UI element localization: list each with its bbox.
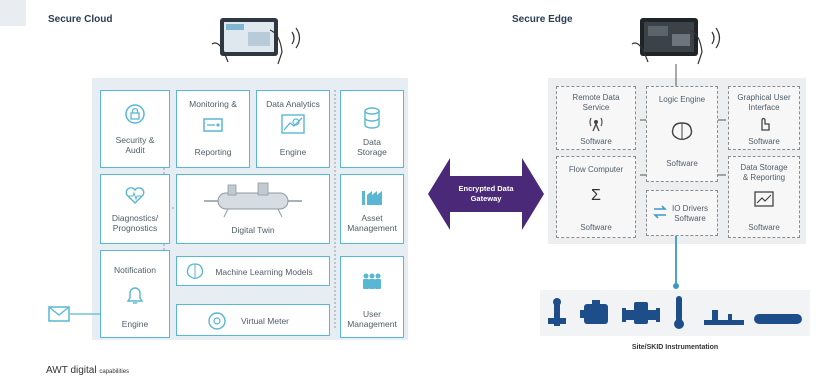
remote-data-service-box: Remote Data Service Software [556, 86, 636, 150]
data-storage-box: Data Storage [340, 90, 404, 168]
data-analytics-box: Data Analytics Engine [256, 90, 330, 168]
virtual-meter-box: Virtual Meter [176, 304, 330, 336]
swap-arrows-icon [653, 205, 667, 219]
pointer-hand-icon [761, 117, 770, 131]
gateway-label-1: Encrypted Data [458, 184, 514, 193]
user-label-1: User [363, 309, 381, 319]
gui-box: Graphical User Interface Software [728, 86, 800, 150]
notification-label-2: Engine [121, 319, 149, 329]
tablet-cloud-icon [211, 18, 283, 65]
bell-icon [126, 287, 144, 304]
thermometer-icon [674, 296, 684, 329]
asset-management-box: Asset Management [340, 174, 404, 244]
digital-twin-box: Digital Twin [176, 174, 330, 244]
footer-small: capabilities [99, 369, 130, 375]
security-audit-box: Security & Audit [100, 90, 170, 168]
gui-label-2: Interface [748, 103, 780, 112]
gateway-label: Encrypted Data Gateway [446, 184, 526, 206]
io-label-2: Software [674, 214, 706, 223]
remote-label-2: Service [582, 103, 610, 112]
logic-engine-box: Logic Engine Software [646, 86, 718, 182]
motor-icon [580, 300, 608, 324]
instrumentation-label: Site/SKID Instrumentation [631, 344, 719, 351]
brain-icon [186, 263, 204, 279]
flow-label: Flow Computer [568, 165, 624, 174]
remote-software: Software [580, 137, 612, 146]
report-icon [754, 191, 774, 207]
digital-twin-label: Digital Twin [231, 225, 275, 235]
secure-cloud-title: Secure Cloud [48, 14, 113, 25]
gui-software: Software [748, 137, 780, 146]
footer-main: AWT digital [46, 365, 97, 376]
flow-software: Software [580, 223, 612, 232]
sigma-icon: Σ [591, 187, 601, 204]
footer-caption: AWT digital capabilities [46, 365, 129, 376]
diagnostics-label-1: Diagnostics/ [111, 213, 159, 223]
data-storage-reporting-box: Data Storage & Reporting Software [728, 156, 800, 238]
encrypted-gateway-arrow [428, 158, 544, 230]
security-label-2: Audit [125, 145, 145, 155]
corner-block [0, 0, 26, 26]
io-label-1: IO Drivers [672, 204, 708, 213]
virtual-meter-label: Virtual Meter [240, 316, 290, 326]
asset-label-2: Management [347, 223, 397, 233]
asset-label-1: Asset [361, 213, 383, 223]
heart-icon [125, 187, 145, 204]
valve-icon [548, 298, 566, 326]
instrumentation-icons [548, 296, 802, 329]
secure-edge-title: Secure Edge [512, 14, 573, 25]
analytics-label-2: Engine [279, 147, 307, 157]
gauge-icon [208, 312, 226, 330]
monitor-icon [203, 118, 223, 132]
storage-label-1: Data [363, 137, 381, 147]
logic-label: Logic Engine [658, 95, 706, 104]
ml-label: Machine Learning Models [215, 267, 313, 277]
separator-equipment-icon [204, 182, 302, 218]
notification-label-1: Notification [113, 265, 157, 275]
tablet-edge-icon [631, 18, 703, 65]
notification-engine-box: Notification Engine [100, 250, 170, 338]
antenna-icon [589, 117, 603, 132]
monitoring-reporting-box: Monitoring & Reporting [176, 90, 250, 168]
machine-learning-box: Machine Learning Models [176, 256, 330, 286]
analytics-chart-icon [281, 114, 305, 134]
analytics-label-1: Data Analytics [266, 99, 320, 109]
envelope-icon [48, 306, 70, 322]
flow-meter-icon [622, 302, 660, 324]
datastore-label-2: & Reporting [742, 173, 786, 182]
io-drivers-box: IO Drivers Software [646, 190, 718, 236]
diagnostics-label-2: Prognostics [112, 223, 158, 233]
database-icon [364, 107, 380, 129]
pipe-icon [754, 314, 802, 324]
storage-label-2: Storage [357, 147, 387, 157]
gateway-label-2: Gateway [470, 194, 502, 203]
factory-icon [362, 191, 382, 205]
logic-software: Software [666, 159, 698, 168]
user-management-box: User Management [340, 256, 404, 338]
monitoring-label-2: Reporting [194, 147, 232, 157]
security-label-1: Security & [115, 135, 155, 145]
users-icon [363, 273, 381, 289]
transmitter-icon [704, 310, 744, 325]
datastore-label-1: Data Storage [740, 163, 788, 172]
user-label-2: Management [347, 319, 397, 329]
diagnostics-box: Diagnostics/ Prognostics [100, 174, 170, 244]
brain-icon [671, 122, 693, 141]
remote-label-1: Remote Data [572, 93, 620, 102]
monitoring-label-1: Monitoring & [189, 99, 237, 109]
flow-computer-box: Flow Computer Σ Software [556, 156, 636, 238]
lock-icon [125, 104, 145, 124]
datastore-software: Software [748, 223, 780, 232]
gui-label-1: Graphical User [737, 93, 791, 102]
